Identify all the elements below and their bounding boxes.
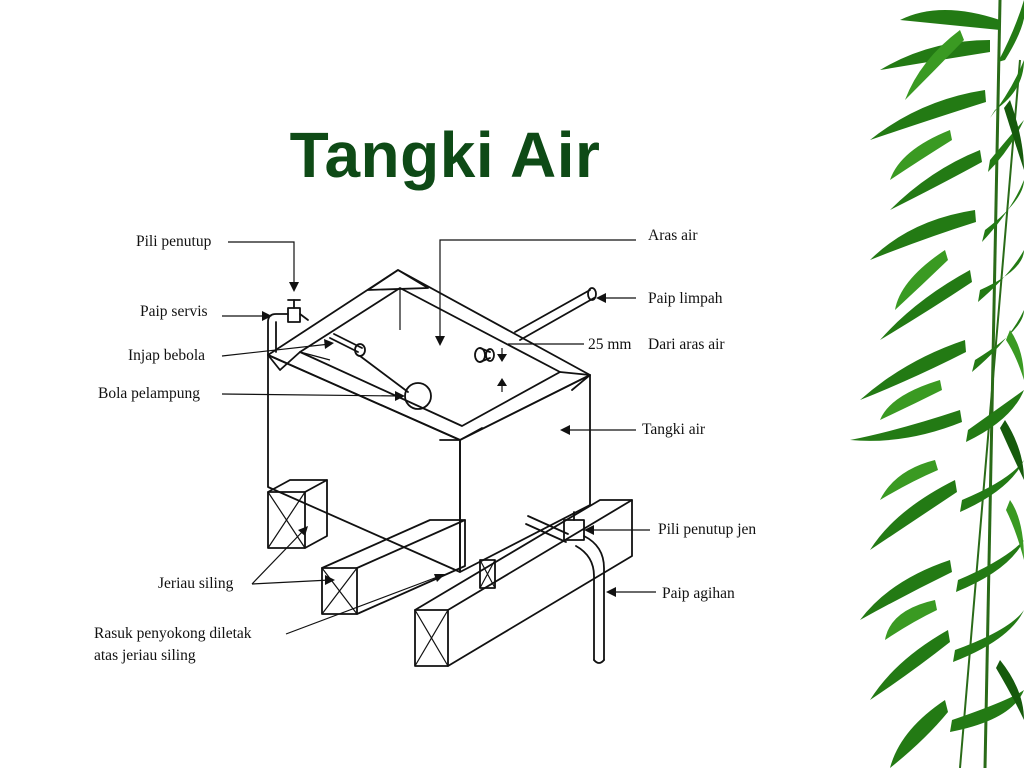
label-jeriau-siling: Jeriau siling <box>158 575 234 592</box>
label-bola-pelampung: Bola pelampung <box>98 385 200 402</box>
overflow-pipe <box>474 287 597 363</box>
label-paip-limpah: Paip limpah <box>648 290 723 307</box>
label-rasuk-line1: Rasuk penyokong diletak <box>94 625 252 642</box>
tank-body <box>267 269 591 573</box>
ceiling-joists <box>267 479 633 667</box>
ball-valve-assembly <box>329 333 432 410</box>
label-injap-bebola: Injap bebola <box>128 347 205 364</box>
label-pili-penutup-jen: Pili penutup jen <box>658 521 756 538</box>
leader-lines <box>221 239 656 635</box>
slide-title: Tangki Air <box>289 119 601 191</box>
distribution-pipe <box>525 511 605 664</box>
label-tangki-air: Tangki air <box>642 421 706 438</box>
label-rasuk-line2: atas jeriau siling <box>94 647 196 664</box>
label-25mm: 25 mm <box>588 336 632 353</box>
label-aras-air: Aras air <box>648 227 698 244</box>
label-paip-servis: Paip servis <box>140 303 208 320</box>
label-dari-aras-air: Dari aras air <box>648 336 725 353</box>
diagram-labels: Pili penutup Paip servis Injap bebola Bo… <box>94 227 756 664</box>
label-paip-agihan: Paip agihan <box>662 585 735 602</box>
label-pili-penutup: Pili penutup <box>136 233 212 250</box>
